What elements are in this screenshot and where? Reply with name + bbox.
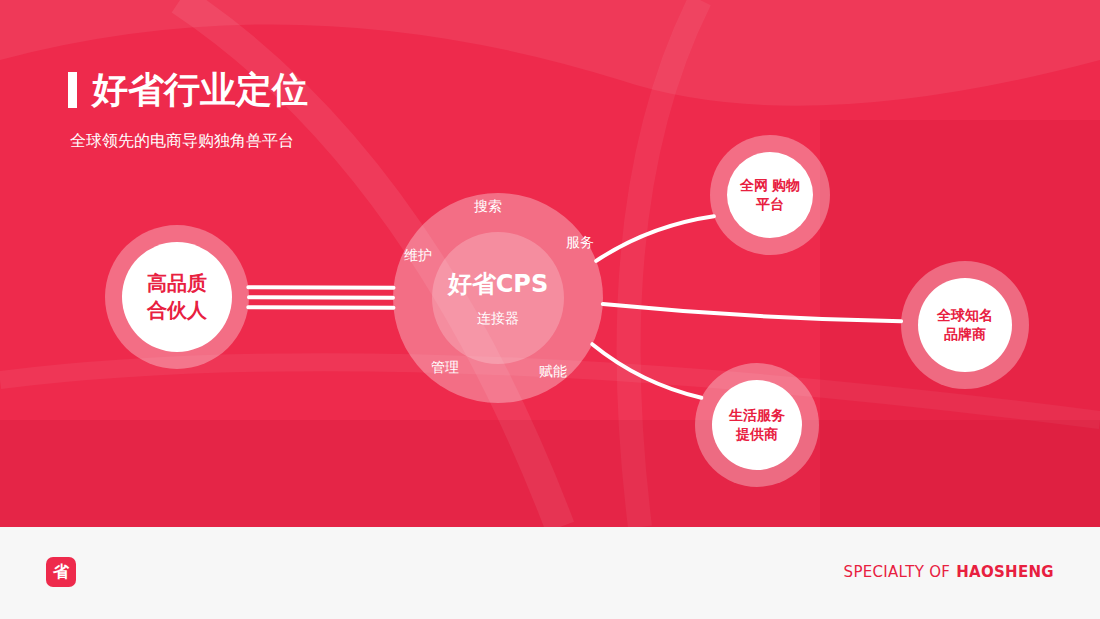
footer-brand: HAOSHENG (956, 563, 1054, 581)
floor (0, 420, 1100, 527)
connector (603, 304, 901, 321)
outer-ring (901, 261, 1029, 389)
hub-function: 管理 (431, 358, 459, 377)
connector-line (592, 344, 701, 397)
slide-title: 好省行业定位 (92, 66, 308, 115)
hub-function: 赋能 (539, 362, 567, 381)
hub-circle: 搜索维护 服务好省CPS 连接器管理 赋能 (393, 193, 603, 403)
connector-line (249, 295, 393, 299)
node-label: 高品质 合伙人 (135, 270, 220, 324)
outer-ring (105, 225, 249, 369)
hub-function: 维护 (404, 246, 432, 265)
circle-shape (695, 363, 819, 487)
circle-shape (710, 135, 830, 255)
red-ground (0, 0, 1100, 527)
logo-square (46, 557, 76, 587)
connector (592, 344, 701, 397)
connector-line (596, 216, 714, 261)
hub-name: 好省CPS (448, 268, 549, 300)
connector-line (248, 305, 393, 309)
subtitle: 全球领先的电商导购独角兽平台 (70, 131, 294, 152)
outer-ring (695, 363, 819, 487)
hub-function: 服务 (566, 233, 594, 252)
circle-shape (105, 225, 249, 369)
hub-function: 搜索 (474, 197, 502, 216)
footer-text: SPECIALTY OF (844, 563, 951, 581)
circle-shape (901, 261, 1029, 389)
platform-circle: 全网 购物平台 (710, 135, 830, 255)
hub-subtitle: 连接器 (477, 309, 519, 328)
connector (248, 287, 393, 307)
connector (596, 216, 714, 261)
inner-circle (432, 232, 564, 364)
inner-circle (122, 242, 232, 352)
connector-line (603, 304, 901, 321)
circle-shape (393, 193, 603, 403)
node-label: 全球知名 品牌商 (929, 306, 1002, 344)
inner-circle (918, 278, 1012, 372)
outer-ring (393, 193, 603, 403)
service-circle: 生活服务 提供商 (695, 363, 819, 487)
footer-bar (0, 527, 1100, 619)
title-bar (68, 72, 77, 108)
logo-glyph: 省 (46, 557, 76, 587)
node-label: 生活服务 提供商 (722, 406, 792, 444)
inner-circle (712, 380, 802, 470)
connector-line (248, 285, 393, 289)
inner-circle (727, 152, 813, 238)
partner-circle: 高品质 合伙人 (105, 225, 249, 369)
node-label: 全网 购物平台 (737, 176, 804, 214)
outer-ring (710, 135, 830, 255)
brand-circle: 全球知名 品牌商 (901, 261, 1029, 389)
